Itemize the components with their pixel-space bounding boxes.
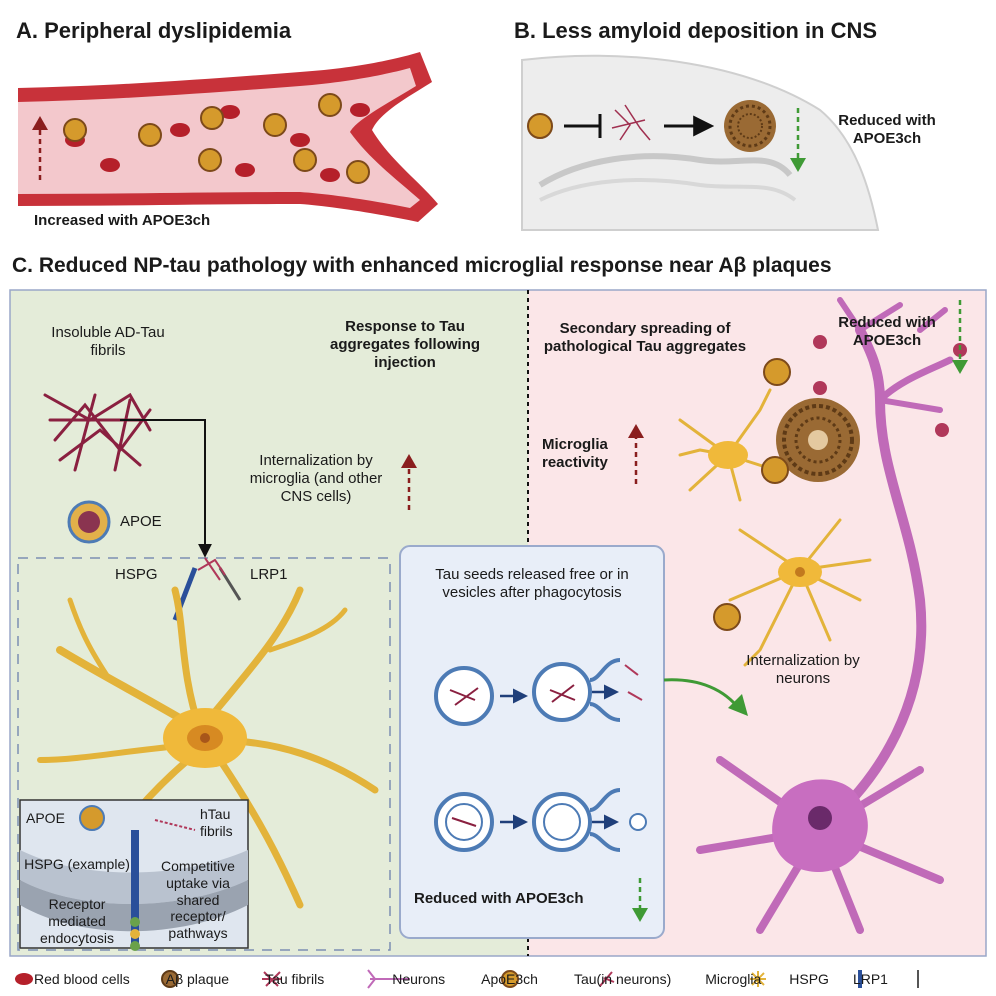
legend-label: LRP1 bbox=[852, 971, 888, 987]
internalization-microglia-label: Internalization by microglia (and other … bbox=[249, 452, 383, 505]
apoe3ch-particle bbox=[138, 123, 162, 147]
response-label: Response to Tau aggregates following inj… bbox=[330, 318, 481, 371]
microglia-body-upper bbox=[708, 441, 748, 469]
vesicle-release-free bbox=[434, 658, 643, 726]
legend-item-plaque: Aβ plaque bbox=[166, 971, 229, 987]
legend-label: Neurons bbox=[392, 971, 446, 987]
red-blood-cell bbox=[290, 133, 310, 147]
apoe3ch-particle bbox=[200, 106, 224, 130]
legend-label: ApoE3ch bbox=[481, 971, 538, 987]
inset-htau-label: hTau fibrils bbox=[200, 806, 233, 839]
legend-item-tau: Tau fibrils bbox=[265, 971, 324, 987]
inset-receptor-label: Receptor mediated endocytosis bbox=[40, 896, 114, 946]
microglia-icon bbox=[750, 971, 766, 987]
microglia-reactivity-label: Microglia reactivity bbox=[542, 436, 608, 471]
microglia-cell-lower bbox=[728, 518, 872, 667]
tau-in-neuron-icon bbox=[599, 971, 615, 987]
lrp1-label: LRP1 bbox=[250, 566, 288, 583]
red-blood-cell bbox=[320, 168, 340, 182]
legend-item-apoe3ch: ApoE3ch bbox=[481, 971, 538, 987]
inset-hspg-label: HSPG (example) bbox=[24, 856, 130, 872]
legend-item-neurons: Neurons bbox=[392, 971, 445, 987]
neuron bbox=[696, 297, 954, 934]
apoe3ch-particle-c2 bbox=[761, 456, 789, 484]
legend-label: Tau(in neurons) bbox=[573, 971, 672, 987]
apoe-particle bbox=[67, 500, 111, 544]
red-blood-cell bbox=[170, 123, 190, 137]
seeds-reduced-label: Reduced with APOE3ch bbox=[414, 890, 584, 907]
tau-seeds-box bbox=[399, 545, 665, 939]
red-blood-cell bbox=[220, 105, 240, 119]
legend-label: Red blood cells bbox=[34, 971, 130, 987]
red-blood-cell bbox=[235, 163, 255, 177]
neuron-nucleus bbox=[808, 806, 832, 830]
legend-item-hspg: HSPG bbox=[789, 971, 829, 987]
microglia-cell-zone bbox=[17, 557, 391, 951]
apoe3ch-particle bbox=[346, 160, 370, 184]
amyloid-plaque-b bbox=[724, 100, 776, 152]
apoe3ch-particle bbox=[63, 118, 87, 142]
legend-item-lrp1: LRP1 bbox=[853, 971, 888, 987]
red-blood-cell bbox=[100, 158, 120, 172]
tau-fibril-icon bbox=[262, 971, 282, 987]
inset-box bbox=[19, 799, 249, 951]
neuron-icon bbox=[367, 969, 410, 989]
secondary-spreading-label: Secondary spreading of pathological Tau … bbox=[543, 320, 747, 355]
insoluble-label: Insoluble AD-Tau fibrils bbox=[51, 324, 165, 359]
red-blood-cell bbox=[350, 103, 370, 117]
apoe3ch-icon bbox=[501, 970, 519, 988]
legend-item-rbc: Red blood cells bbox=[34, 971, 130, 987]
panel-c-border bbox=[9, 289, 987, 957]
apoe-label: APOE bbox=[120, 513, 162, 530]
uptake-arrow bbox=[120, 419, 212, 558]
inset-apoe-label: APOE bbox=[26, 810, 65, 826]
inset-htau-fibril bbox=[154, 819, 196, 831]
amyloid-monomer-icon bbox=[611, 104, 651, 141]
tau-fibrils-neuron-tips bbox=[813, 335, 967, 437]
increase-arrow-a bbox=[32, 116, 48, 180]
internalization-neurons-label: Internalization by neurons bbox=[746, 652, 860, 687]
increase-arrow-microglia bbox=[628, 424, 644, 484]
increase-arrow-internalization bbox=[401, 454, 417, 510]
apoe3ch-particle bbox=[293, 148, 317, 172]
neuron-uptake-arrowhead bbox=[728, 694, 748, 716]
legend: Red blood cells Aβ plaque Tau fibrils Ne… bbox=[10, 966, 986, 992]
apoe3ch-particle-c3 bbox=[713, 603, 741, 631]
panel-b-title: B. Less amyloid deposition in CNS bbox=[514, 18, 878, 43]
reduced-top-label: Reduced with APOE3ch bbox=[838, 314, 936, 349]
blood-vessel bbox=[18, 52, 438, 222]
apoe3ch-particle bbox=[198, 148, 222, 172]
legend-label: Aβ plaque bbox=[165, 971, 230, 987]
legend-item-microglia: Microglia bbox=[705, 971, 761, 987]
legend-label: HSPG bbox=[789, 971, 829, 987]
apoe3ch-particle-b bbox=[527, 113, 553, 139]
panel-c-title: C. Reduced NP-tau pathology with enhance… bbox=[12, 254, 832, 277]
panel-b-note: Reduced with APOE3ch bbox=[838, 112, 936, 147]
apoe3ch-particle-c1 bbox=[763, 358, 791, 386]
tau-fibril-bound bbox=[197, 557, 226, 581]
legend-label: Microglia bbox=[705, 971, 762, 987]
decrease-arrow-b bbox=[790, 108, 806, 172]
red-blood-cell-icon bbox=[15, 973, 33, 985]
panel-a-title: A. Peripheral dyslipidemia bbox=[16, 18, 292, 43]
amyloid-plaque-icon bbox=[161, 970, 179, 988]
apoe3ch-particle bbox=[318, 93, 342, 117]
inset-competitive-label: Competitive uptake via shared receptor/ … bbox=[161, 858, 235, 942]
inset-apoe-particle bbox=[79, 805, 105, 831]
tau-seeds-label: Tau seeds released free or in vesicles a… bbox=[435, 566, 629, 601]
apoe3ch-particle bbox=[263, 113, 287, 137]
inhibition-arrow bbox=[564, 114, 602, 138]
brain-section bbox=[521, 50, 882, 231]
hspg-label: HSPG bbox=[115, 566, 158, 583]
decrease-arrow-top bbox=[952, 300, 968, 374]
legend-label: Tau fibrils bbox=[265, 971, 325, 987]
vesicle-release-packaged bbox=[434, 788, 647, 852]
legend-item-tau-neurons: Tau(in neurons) bbox=[574, 971, 671, 987]
amyloid-plaque-c bbox=[776, 398, 860, 482]
decrease-arrow-seeds bbox=[632, 878, 648, 922]
panel-a-note: Increased with APOE3ch bbox=[34, 212, 211, 229]
